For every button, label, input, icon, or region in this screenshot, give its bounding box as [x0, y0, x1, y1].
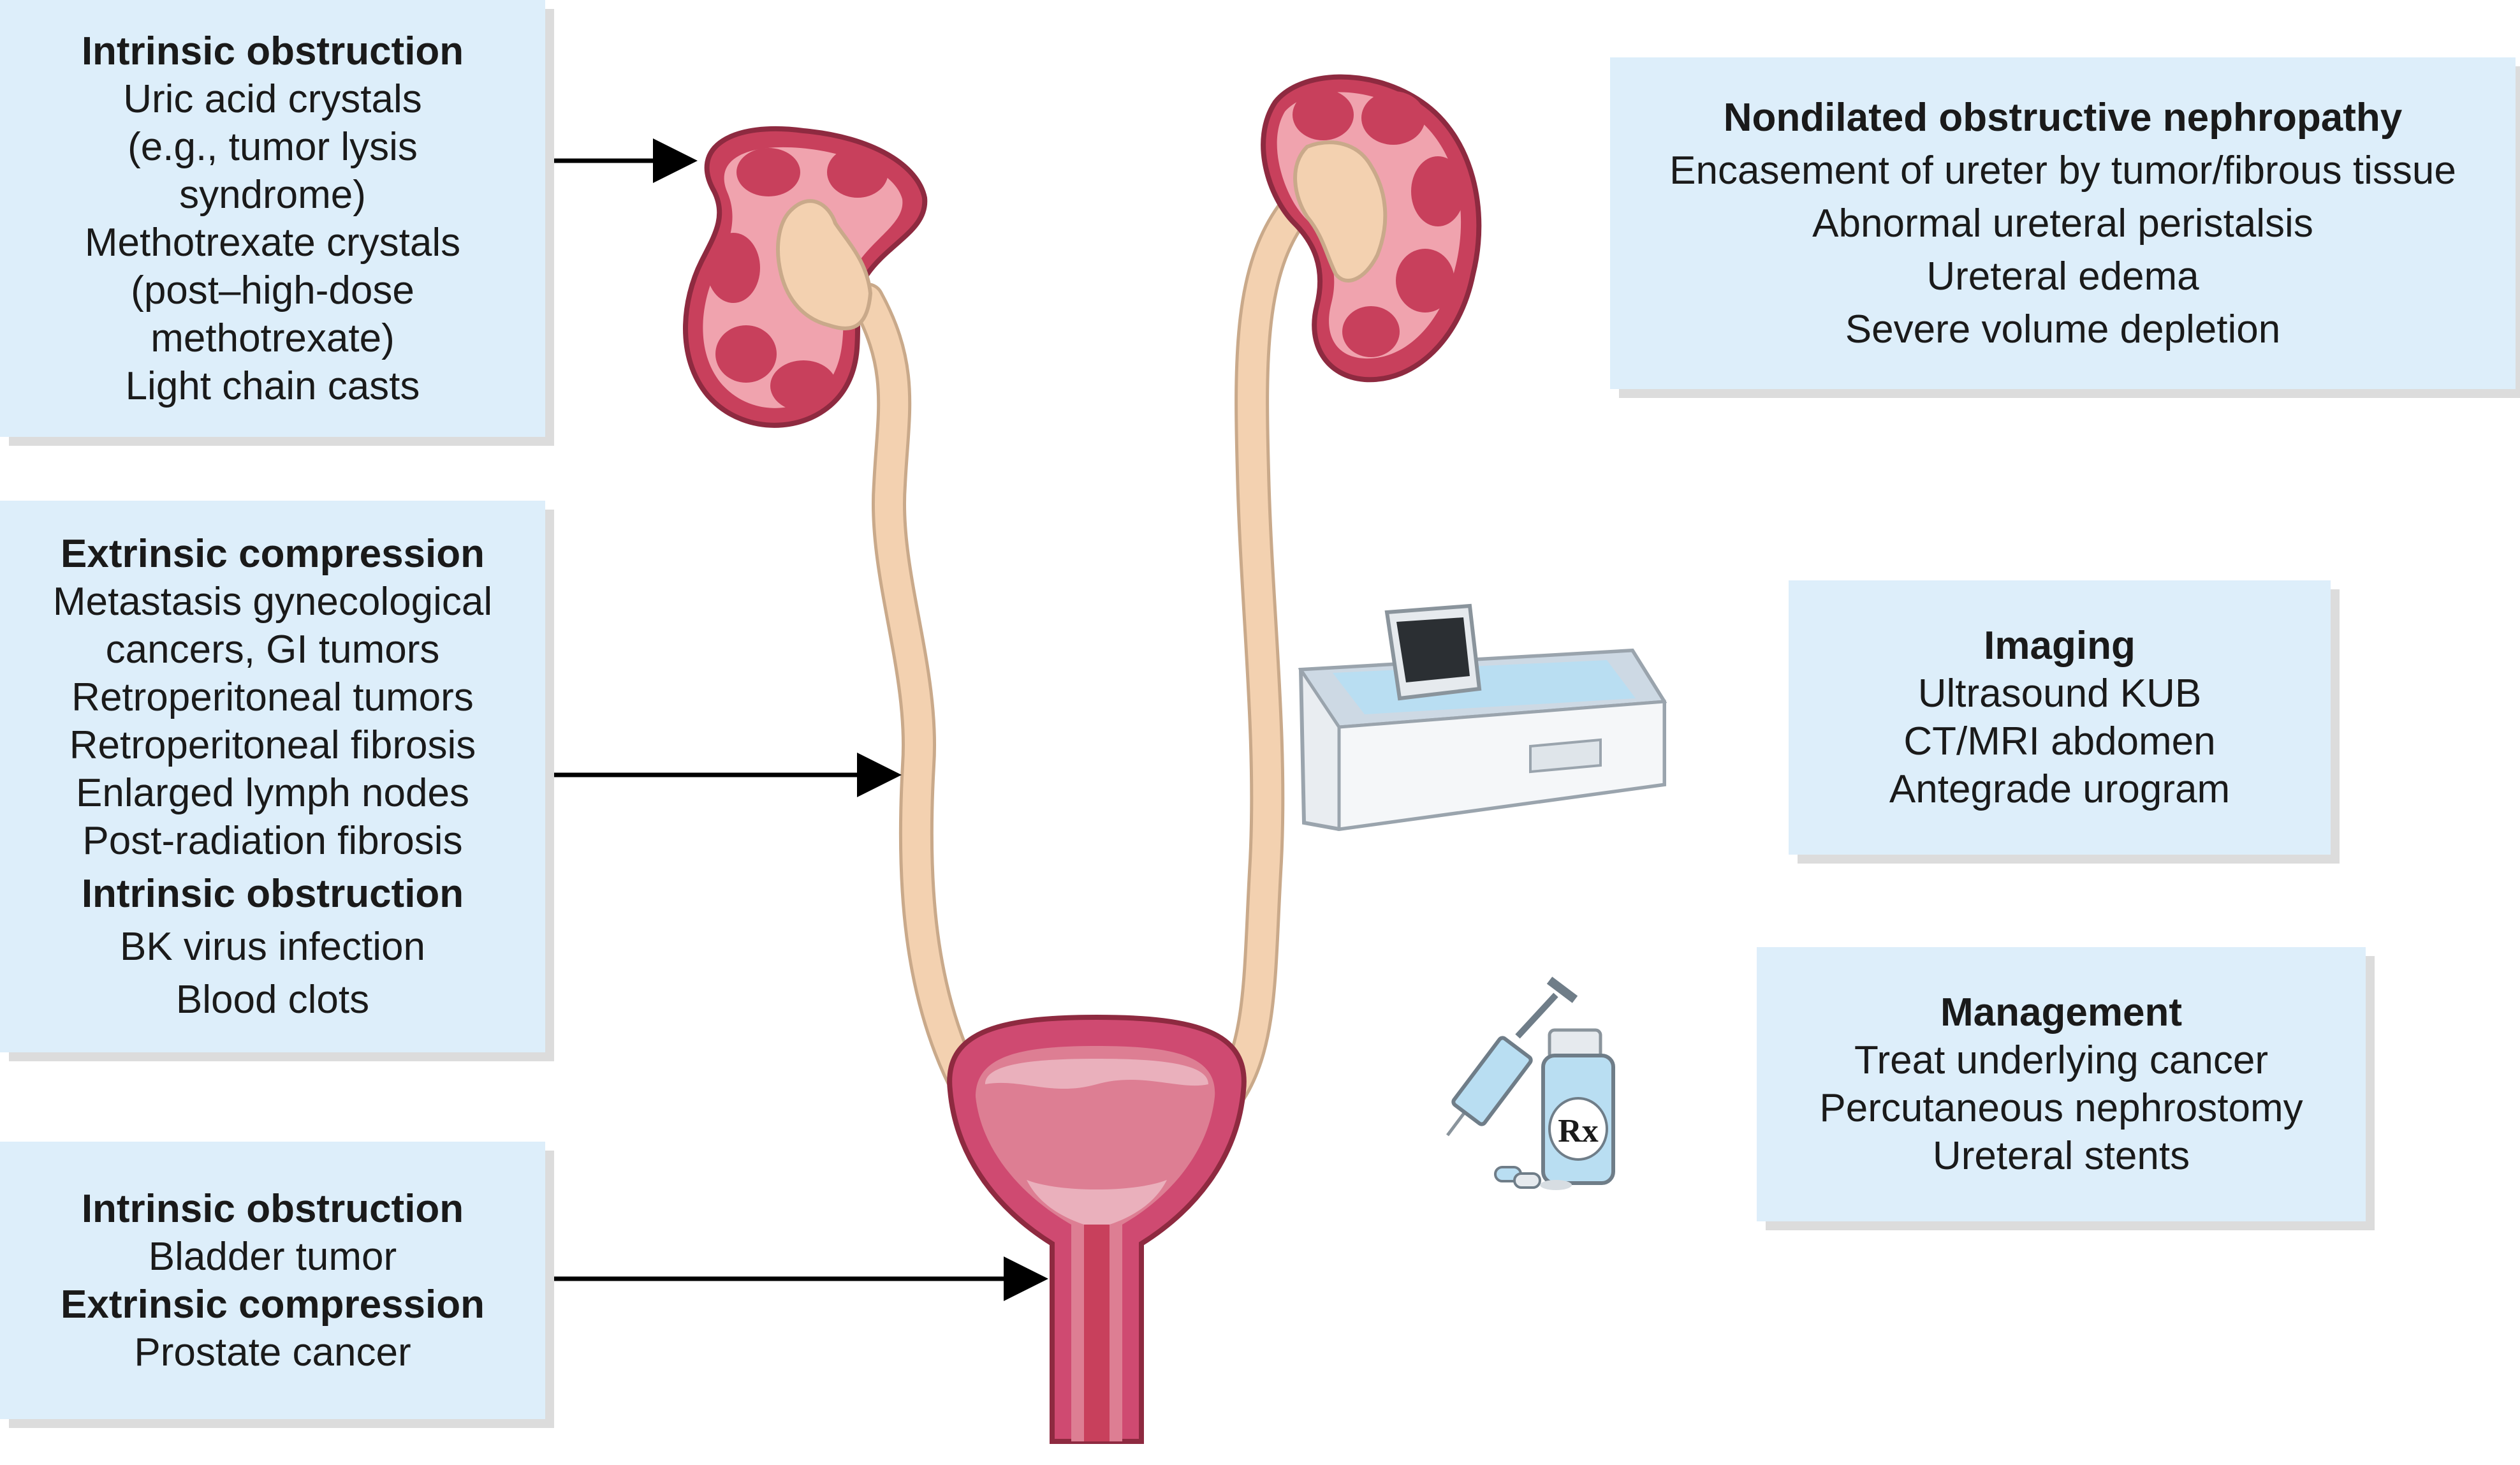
ureter-causes-box: Extrinsic compression Metastasis gynecol…	[0, 501, 545, 1052]
pills-icon	[1494, 1166, 1572, 1190]
left-kidney	[683, 126, 928, 428]
right-kidney	[1261, 74, 1482, 383]
ureter-box-item: Enlarged lymph nodes	[76, 770, 469, 815]
nondilated-box-item: Abnormal ureteral peristalsis	[1812, 201, 2313, 246]
kidney-causes-box: Intrinsic obstruction Uric acid crystals…	[0, 0, 545, 437]
kidney-box-item: (e.g., tumor lysis	[128, 124, 418, 169]
kidney-box-item: syndrome)	[179, 172, 366, 217]
nondilated-box-item: Ureteral edema	[1926, 254, 2199, 298]
ureter-box-item: BK virus infection	[120, 924, 425, 969]
imaging-box-item: Ultrasound KUB	[1917, 672, 2202, 716]
nondilated-box-item: Severe volume depletion	[1845, 307, 2281, 351]
kidney-box-item: Uric acid crystals	[123, 77, 422, 121]
syringe-icon	[1446, 976, 1578, 1137]
ureter-box-item: Post-radiation fibrosis	[82, 818, 463, 863]
management-box-item: Ureteral stents	[1932, 1134, 2190, 1178]
imaging-box-heading: Imaging	[1984, 624, 2135, 668]
bladder-causes-box: Intrinsic obstruction Bladder tumor Extr…	[0, 1142, 545, 1419]
kidney-box-heading: Intrinsic obstruction	[81, 29, 464, 73]
bladder-box-heading: Intrinsic obstruction	[81, 1186, 464, 1231]
ureter-box-item: Retroperitoneal fibrosis	[69, 723, 476, 767]
bladder	[947, 1014, 1247, 1444]
management-box-item: Percutaneous nephrostomy	[1819, 1086, 2303, 1130]
kidney-box-item: Light chain casts	[125, 364, 420, 408]
management-box: Management Treat underlying cancer Percu…	[1757, 947, 2366, 1221]
imaging-box-item: Antegrade urogram	[1889, 767, 2231, 811]
ultrasound-machine-icon	[1298, 603, 1667, 832]
management-box-item: Treat underlying cancer	[1854, 1038, 2269, 1082]
nondilated-box-item: Encasement of ureter by tumor/fibrous ti…	[1669, 148, 2456, 193]
ureter-box-item: Metastasis gynecological	[52, 579, 493, 624]
medicine-bottle-icon: Rx	[1541, 1028, 1615, 1185]
kidney-box-item: methotrexate)	[150, 316, 395, 360]
rx-symbol: Rx	[1558, 1113, 1599, 1149]
bladder-box-subheading: Extrinsic compression	[60, 1282, 485, 1327]
kidney-box-item: Methotrexate crystals	[84, 220, 461, 265]
imaging-box-item: CT/MRI abdomen	[1903, 719, 2216, 763]
imaging-box: Imaging Ultrasound KUB CT/MRI abdomen An…	[1789, 580, 2331, 855]
ureter-box-item: Retroperitoneal tumors	[71, 675, 474, 719]
ureter-box-item: Blood clots	[175, 977, 370, 1022]
bladder-box-item: Prostate cancer	[134, 1330, 411, 1374]
management-box-heading: Management	[1940, 990, 2182, 1034]
nondilated-box: Nondilated obstructive nephropathy Encas…	[1610, 57, 2516, 389]
ureter-box-item: cancers, GI tumors	[105, 627, 440, 672]
bladder-box-item: Bladder tumor	[148, 1234, 397, 1279]
ureter-box-heading: Extrinsic compression	[60, 531, 485, 576]
kidney-box-item: (post–high-dose	[131, 268, 414, 313]
ureter-box-subheading: Intrinsic obstruction	[81, 871, 464, 916]
nondilated-box-heading: Nondilated obstructive nephropathy	[1723, 95, 2403, 140]
